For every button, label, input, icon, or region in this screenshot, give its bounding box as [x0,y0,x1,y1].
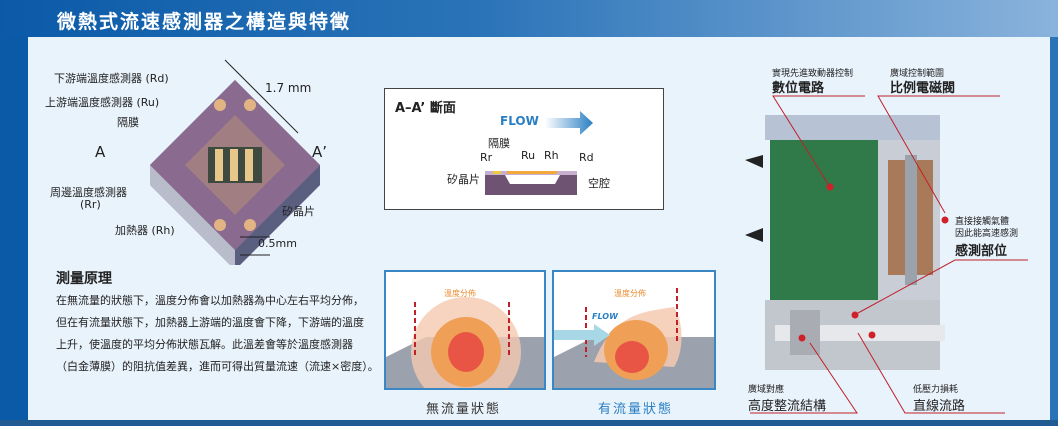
principle-line: （白金薄膜）的阻抗值差異，進而可得出質量流速（流速×密度）。 [56,360,379,373]
rectifier-main: 高度整流結構 [748,399,827,414]
principle-line: 在無流量的狀態下，溫度分佈會以加熱器為中心左右平均分佈， [56,294,364,307]
sensor-sub2: 因此能高速感測 [955,229,1019,239]
channel-sub: 低壓力損耗 [913,385,959,395]
section-panel: A–A’ 斷面 FLOW 隔膜 Rr Ru Rh Rd 矽晶片 空腔 [384,88,664,210]
right-stripe [1050,37,1058,426]
label-rd: 下游端溫度感測器 (Rd) [54,72,169,85]
title-bar [0,0,1058,37]
label-a-prime: A’ [312,143,328,161]
flow-dist-label: 溫度分佈 [614,289,646,298]
section-silicon: 矽晶片 [447,173,480,186]
principle-text: 在無流量的狀態下，溫度分佈會以加熱器為中心左右平均分佈， 但在有流量狀態下，加熱… [56,290,379,378]
cross-section-icon [485,171,577,195]
valve-sub: 廣域控制範圍 [890,69,945,79]
section-rh: Rh [544,149,559,162]
principle-line: 但在有流量狀態下，加熱器上游端的溫度會下降，下游端的溫度 [56,316,364,329]
flow-label: FLOW [500,114,539,128]
flow-image-label: FLOW [592,312,618,321]
label-a: A [95,143,106,161]
chip-illustration [150,59,320,265]
section-rr: Rr [480,151,493,164]
channel-main: 直線流路 [913,399,966,414]
digital-sub: 實現先進致動器控制 [772,69,854,79]
valve-main: 比例電磁閥 [890,81,956,96]
no-flow-image: 溫度分佈 [384,270,546,390]
label-rr-code: (Rr) [80,198,101,211]
digital-main: 數位電路 [772,81,825,96]
leader-lines [750,95,1028,414]
label-rr: 周邊溫度感測器 [50,186,127,199]
label-rh: 加熱器 (Rh) [115,224,175,237]
label-membrane: 隔膜 [117,116,139,129]
flow-arrow-icon [545,111,593,135]
section-cavity: 空腔 [588,177,610,190]
no-flow-caption: 無流量狀態 [426,402,502,417]
principle-heading: 測量原理 [56,271,112,287]
label-ru: 上游端溫度感測器 (Ru) [45,96,160,109]
bottom-stripe [0,420,1058,426]
label-silicon: 矽晶片 [282,205,315,218]
left-stripe [0,37,28,426]
section-ru: Ru [521,149,536,162]
sensor-main: 感測部位 [955,244,1008,259]
section-rd: Rd [579,151,594,164]
sensor-sub1: 直接接觸氣體 [955,217,1010,227]
section-membrane: 隔膜 [488,137,510,150]
section-title: A–A’ 斷面 [395,101,456,116]
no-flow-dist-label: 溫度分佈 [444,289,476,298]
rectifier-sub: 廣域對應 [748,385,785,395]
flow-caption: 有流量狀態 [598,402,674,417]
label-width: 1.7 mm [265,81,312,95]
page-title: 微熱式流速感測器之構造與特徵 [57,11,352,33]
flow-image: 溫度分佈 FLOW [552,270,716,390]
label-thickness: 0.5mm [258,237,297,250]
principle-line: 上升，使溫度的平均分佈狀態瓦解。此溫差會等於溫度感測器 [56,338,353,351]
